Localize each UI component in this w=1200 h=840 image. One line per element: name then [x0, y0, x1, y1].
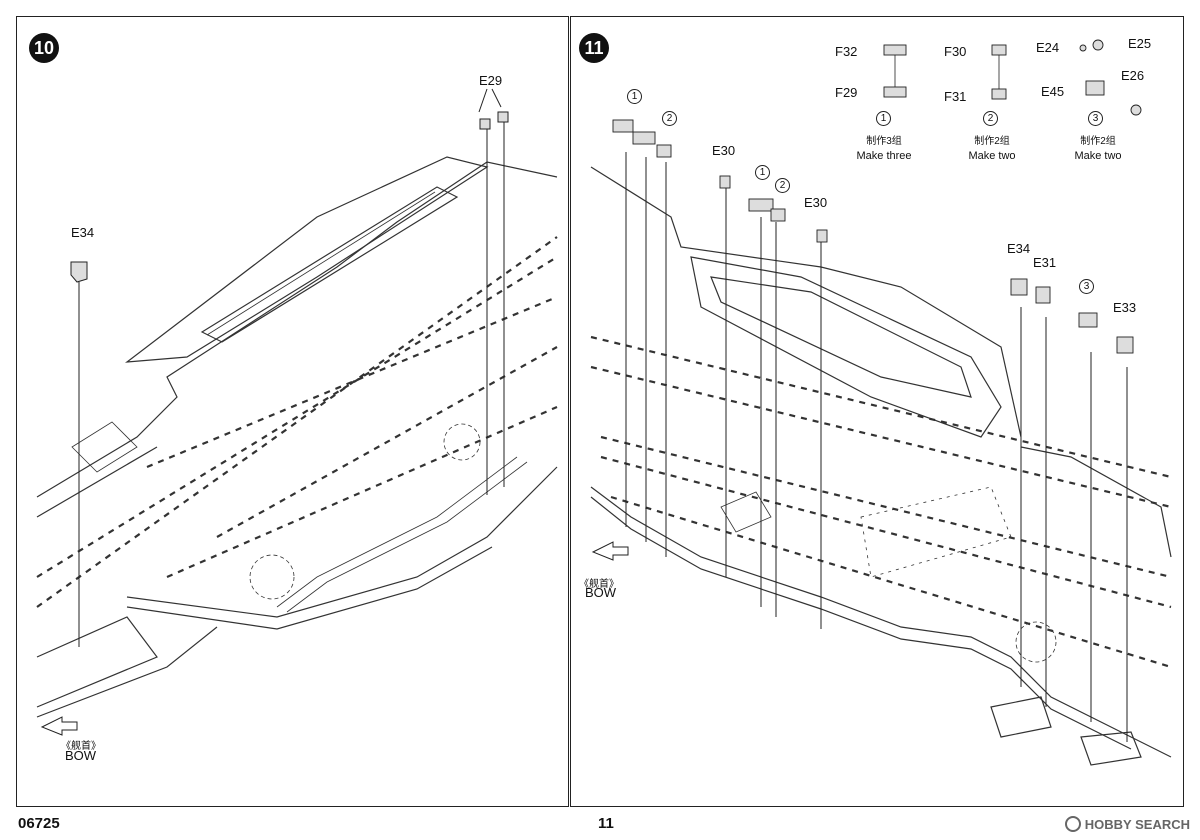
note-cn: 制作3组 [866, 136, 902, 147]
subassembly-marker-1: 1 [627, 89, 642, 104]
subassembly-marker-2: 2 [775, 178, 790, 193]
note-cn: 制作2组 [1080, 136, 1116, 147]
watermark: HOBBY SEARCH [1064, 816, 1190, 832]
part-label-f32: F32 [835, 44, 858, 59]
part-label-f31: F31 [944, 89, 967, 104]
note-en: Make three [856, 150, 912, 162]
part-label-e34: E34 [71, 225, 95, 240]
watermark-text: HOBBY SEARCH [1084, 816, 1190, 832]
note-en: Make two [1074, 150, 1122, 162]
hobby-search-logo-icon [1064, 816, 1081, 832]
step-number-badge: 11 [579, 33, 609, 63]
part-label-e26: E26 [1121, 68, 1145, 83]
subassembly-marker-1: 1 [755, 165, 770, 180]
part-label-e45: E45 [1041, 84, 1065, 99]
bow-label-cn: 《舰首》 [61, 741, 101, 752]
kit-code: 06725 [18, 815, 60, 832]
subassembly-marker-3: 3 [1088, 111, 1103, 126]
subassembly-note-2: 制作2组 Make two [947, 135, 1037, 163]
page-number: 11 [598, 815, 614, 832]
part-label-e30: E30 [712, 143, 736, 158]
note-cn: 制作2组 [974, 136, 1010, 147]
bow-label-cn: 《舰首》 [579, 579, 619, 590]
step-11-drawing [590, 39, 1172, 766]
subassembly-marker-2: 2 [662, 111, 677, 126]
step-10-panel: 10 [16, 16, 569, 807]
bow-label: BOW [65, 748, 97, 763]
subassembly-marker-3: 3 [1079, 279, 1094, 294]
part-label-e29: E29 [479, 73, 503, 88]
subassembly-note-1: 制作3组 Make three [839, 135, 929, 163]
step-10-drawing [36, 88, 558, 736]
part-label-e34: E34 [1007, 241, 1031, 256]
part-label-e30: E30 [804, 195, 828, 210]
part-label-e33: E33 [1113, 300, 1137, 315]
part-label-f29: F29 [835, 85, 858, 100]
subassembly-marker-2: 2 [983, 111, 998, 126]
subassembly-note-3: 制作2组 Make two [1053, 135, 1143, 163]
part-label-e31: E31 [1033, 255, 1057, 270]
part-label-e25: E25 [1128, 36, 1152, 51]
part-label-f30: F30 [944, 44, 967, 59]
part-label-e24: E24 [1036, 40, 1060, 55]
note-en: Make two [968, 150, 1016, 162]
subassembly-marker-1: 1 [876, 111, 891, 126]
step-number-badge: 10 [29, 33, 59, 63]
step-11-panel: 11 [570, 16, 1184, 807]
bow-label: BOW [585, 585, 617, 600]
